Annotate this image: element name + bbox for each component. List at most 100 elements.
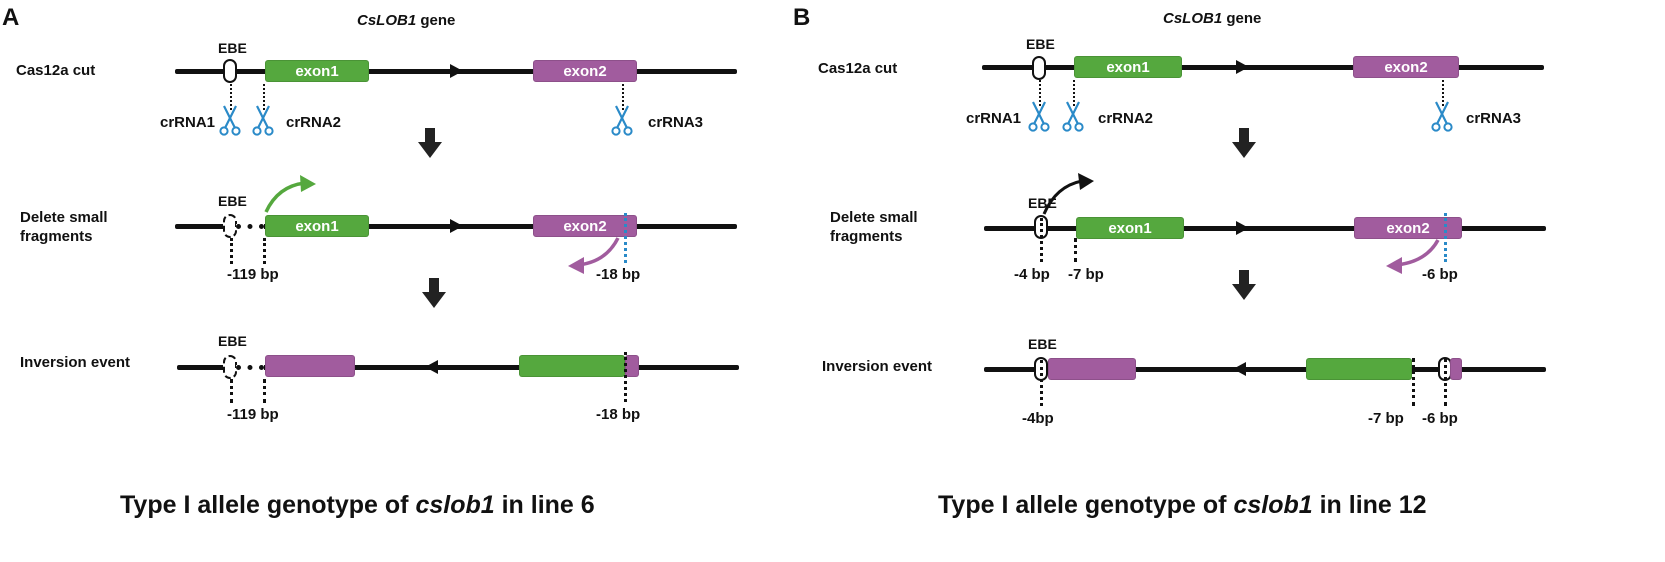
deletion-marker [624, 352, 627, 402]
crrna1-label: crRNA1 [966, 110, 1022, 127]
curved-arrow-icon [568, 257, 584, 274]
deletion-size-right: -6 bp [1422, 410, 1458, 427]
curved-arrow-icon [300, 175, 316, 192]
exon2-remnant [625, 355, 639, 377]
caption-prefix: Type I allele genotype of [120, 491, 416, 519]
curved-arrow-icon [1078, 173, 1094, 190]
deletion-marker [230, 238, 233, 264]
scissors-icon [1028, 100, 1050, 132]
row-label-line: Delete small [830, 209, 918, 226]
ebe-element [223, 59, 237, 83]
panel-letter: A [2, 4, 20, 31]
deletion-size-left2: -7 bp [1068, 266, 1104, 283]
panel-letter: B [793, 4, 811, 31]
deletion-marker [1444, 213, 1447, 262]
caption-suffix: in line 12 [1312, 491, 1427, 519]
panel-caption: Type I allele genotype of cslob1 in line… [938, 491, 1427, 520]
exon2-box: exon2 [1354, 217, 1462, 239]
gene-line [982, 65, 1544, 70]
ebe-label: EBE [218, 40, 247, 56]
curved-arrow-icon [1042, 179, 1083, 215]
inverted-exon2-box [1048, 358, 1136, 380]
cut-line [230, 84, 232, 110]
deletion-size-left: -119 bp [227, 266, 279, 283]
curved-arrow-icon [1395, 239, 1440, 267]
deletion-size-mid: -7 bp [1368, 410, 1404, 427]
panel-caption: Type I allele genotype of cslob1 in line… [120, 491, 595, 520]
down-arrow-icon [1232, 128, 1256, 158]
caption-prefix: Type I allele genotype of [938, 491, 1234, 519]
deletion-size-left: -4bp [1022, 410, 1054, 427]
deletion-marker [263, 238, 266, 264]
deleted-fragment [236, 224, 264, 229]
scissors-icon [252, 104, 274, 136]
scissors-icon [611, 104, 633, 136]
deletion-size-right: -18 bp [596, 266, 641, 283]
deletion-size-left: -119 bp [227, 406, 279, 423]
caption-gene: cslob1 [1233, 491, 1313, 519]
scissors-icon [219, 104, 241, 136]
exon2-remnant [1450, 358, 1462, 380]
direction-arrow-icon [425, 360, 438, 374]
exon2-box: exon2 [533, 215, 637, 237]
direction-arrow-icon [450, 64, 463, 78]
curved-arrow-icon [1386, 257, 1402, 274]
deletion-marker [1444, 358, 1447, 406]
row-label-cas12a-cut: Cas12a cut [16, 62, 96, 79]
deleted-fragment [236, 365, 264, 370]
direction-arrow-icon [450, 219, 463, 233]
deletion-marker [263, 379, 266, 403]
ebe-label: EBE [1028, 195, 1057, 211]
direction-arrow-icon [1236, 60, 1249, 74]
gene-title: CsLOB1 gene [1163, 10, 1261, 27]
inverted-exon1-box [1306, 358, 1412, 380]
deletion-size-left1: -4 bp [1014, 266, 1050, 283]
inverted-exon1-box [519, 355, 625, 377]
exon1-box: exon1 [1076, 217, 1184, 239]
exon2-box: exon2 [533, 60, 637, 82]
deletion-marker [1040, 360, 1043, 406]
cut-line [263, 84, 265, 110]
inverted-exon2-box [265, 355, 355, 377]
exon1-box: exon1 [1074, 56, 1182, 78]
row-label-line: fragments [20, 228, 93, 245]
cut-line [622, 84, 624, 110]
scissors-icon [1431, 100, 1453, 132]
scissors-icon [1062, 100, 1084, 132]
gene-suffix: gene [416, 12, 456, 29]
direction-arrow-icon [1236, 221, 1249, 235]
curved-arrow-icon [264, 181, 306, 213]
exon1-box: exon1 [265, 60, 369, 82]
caption-gene: cslob1 [415, 491, 495, 519]
deletion-marker [230, 379, 233, 403]
crrna3-label: crRNA3 [648, 114, 704, 131]
ebe-element [1032, 56, 1046, 80]
deletion-marker [1074, 238, 1077, 262]
cut-line [1039, 80, 1041, 106]
cut-line [1442, 80, 1444, 106]
row-label-cas12a-cut: Cas12a cut [818, 60, 898, 77]
gene-title: CsLOB1 gene [357, 12, 455, 29]
deletion-size-right: -6 bp [1422, 266, 1458, 283]
row-label-delete: Delete small fragments [830, 208, 918, 246]
deletion-marker [1412, 358, 1415, 406]
down-arrow-icon [422, 278, 446, 308]
gene-suffix: gene [1222, 10, 1262, 27]
exon1-box: exon1 [265, 215, 369, 237]
ebe-label: EBE [218, 333, 247, 349]
crrna2-label: crRNA2 [286, 114, 342, 131]
row-label-inversion: Inversion event [822, 358, 933, 375]
crrna3-label: crRNA3 [1466, 110, 1522, 127]
row-label-line: fragments [830, 228, 903, 245]
down-arrow-icon [418, 128, 442, 158]
down-arrow-icon [1232, 270, 1256, 300]
gene-line [984, 226, 1546, 231]
gene-name: CsLOB1 [1163, 10, 1223, 27]
caption-suffix: in line 6 [494, 491, 595, 519]
direction-arrow-icon [1233, 362, 1246, 376]
row-label-inversion: Inversion event [20, 354, 131, 371]
deletion-marker [624, 213, 627, 263]
exon2-box: exon2 [1353, 56, 1459, 78]
cut-line [1073, 80, 1075, 106]
